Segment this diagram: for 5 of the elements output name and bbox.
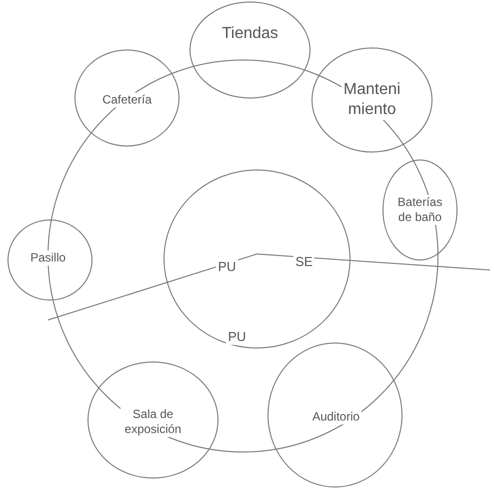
zone-label: Manteni miento bbox=[342, 80, 402, 120]
zone-label: Pasillo bbox=[28, 250, 68, 266]
zone-label: Baterías de baño bbox=[396, 195, 444, 225]
zone-label: Cafetería bbox=[100, 92, 154, 108]
zone-label: Auditorio bbox=[310, 410, 362, 424]
